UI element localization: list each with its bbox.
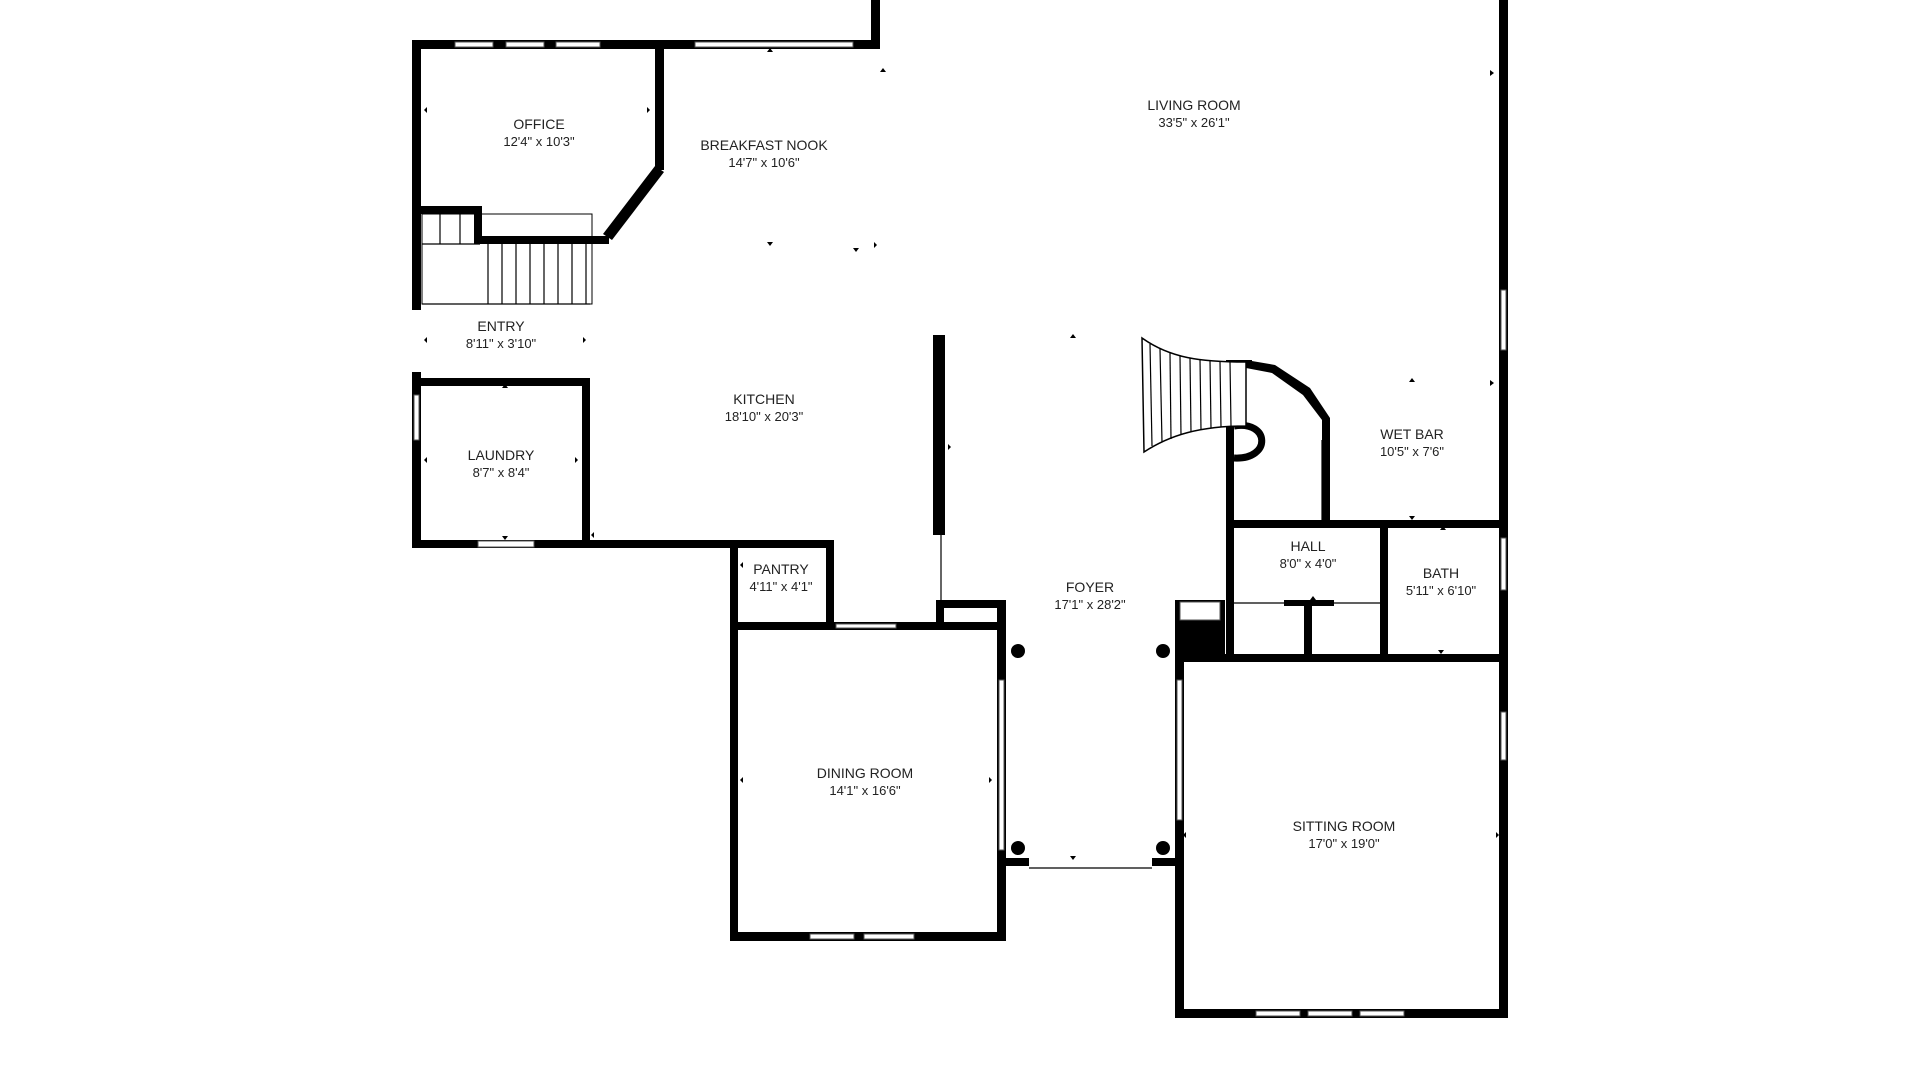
- room-dimensions: 17'0" x 19'0": [1308, 836, 1380, 851]
- wet-bar-walls: [1226, 289, 1507, 525]
- room-label-office: OFFICE 12'4" x 10'3": [503, 116, 575, 149]
- dining-room-walls: [730, 600, 1006, 941]
- room-dimensions: 12'4" x 10'3": [503, 134, 575, 149]
- room-label-bath: BATH 5'11" x 6'10": [1406, 565, 1477, 598]
- room-label-foyer: FOYER 17'1" x 28'2": [1054, 579, 1126, 612]
- room-dimensions: 8'11" x 3'10": [466, 336, 537, 351]
- room-name: BATH: [1423, 565, 1459, 581]
- room-label-hall: HALL 8'0" x 4'0": [1280, 538, 1337, 571]
- room-dimensions: 5'11" x 6'10": [1406, 583, 1477, 598]
- foyer-elements: [1003, 644, 1182, 869]
- room-name: LAUNDRY: [468, 447, 535, 463]
- breakfast-nook-walls: [660, 0, 880, 49]
- room-label-wet-bar: WET BAR 10'5" x 7'6": [1380, 426, 1444, 459]
- room-dimensions: 8'7" x 8'4": [473, 465, 530, 480]
- room-name: KITCHEN: [733, 391, 794, 407]
- room-name: BREAKFAST NOOK: [700, 137, 828, 153]
- room-dimensions: 18'10" x 20'3": [725, 409, 804, 424]
- kitchen-divider: [933, 335, 945, 600]
- room-label-sitting-room: SITTING ROOM 17'0" x 19'0": [1293, 818, 1396, 851]
- office-walls: [412, 40, 664, 310]
- room-name: WET BAR: [1380, 426, 1444, 442]
- sitting-room-walls: [1175, 0, 1508, 1018]
- room-dimensions: 14'1" x 16'6": [829, 783, 901, 798]
- room-label-living-room: LIVING ROOM 33'5" x 26'1": [1147, 97, 1240, 130]
- room-label-entry: ENTRY 8'11" x 3'10": [466, 318, 537, 351]
- room-name: ENTRY: [477, 318, 525, 334]
- room-label-dining-room: DINING ROOM 14'1" x 16'6": [817, 765, 913, 798]
- laundry-walls: [412, 372, 732, 548]
- room-name: DINING ROOM: [817, 765, 913, 781]
- room-label-breakfast-nook: BREAKFAST NOOK 14'7" x 10'6": [700, 137, 828, 170]
- room-dimensions: 33'5" x 26'1": [1158, 115, 1230, 130]
- room-label-pantry: PANTRY 4'11" x 4'1": [749, 561, 812, 594]
- room-dimensions: 8'0" x 4'0": [1280, 556, 1337, 571]
- room-name: OFFICE: [513, 116, 564, 132]
- room-name: SITTING ROOM: [1293, 818, 1396, 834]
- room-name: LIVING ROOM: [1147, 97, 1240, 113]
- room-dimensions: 17'1" x 28'2": [1054, 597, 1126, 612]
- room-label-kitchen: KITCHEN 18'10" x 20'3": [725, 391, 804, 424]
- room-dimensions: 4'11" x 4'1": [749, 579, 812, 594]
- hall-walls: [1175, 520, 1508, 656]
- pantry-walls: [730, 540, 1000, 940]
- room-label-laundry: LAUNDRY 8'7" x 8'4": [468, 447, 535, 480]
- curved-stairs: [1141, 336, 1247, 454]
- room-dimensions: 10'5" x 7'6": [1380, 444, 1444, 459]
- office-stairs: [421, 213, 593, 305]
- room-dimensions: 14'7" x 10'6": [728, 155, 800, 170]
- room-name: PANTRY: [753, 561, 809, 577]
- room-name: FOYER: [1066, 579, 1114, 595]
- dimension-ticks: [424, 48, 1499, 860]
- room-name: HALL: [1290, 538, 1325, 554]
